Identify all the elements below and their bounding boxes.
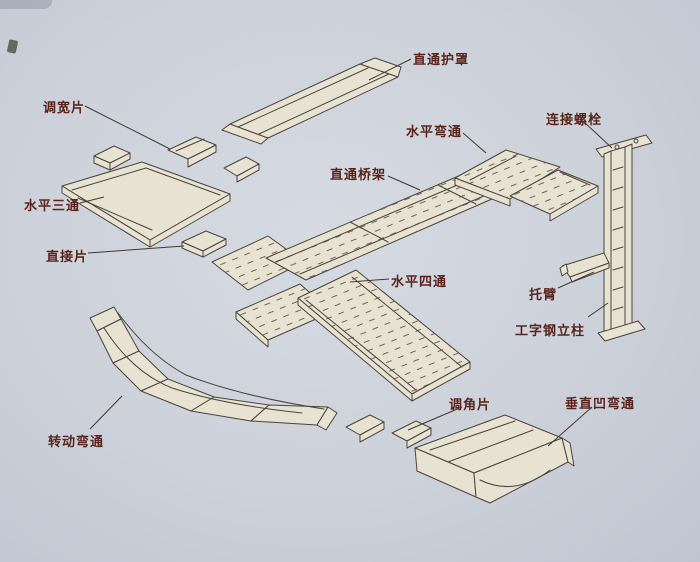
label-straight-cover: 直通护罩 — [413, 52, 470, 67]
label-width-adjust-piece: 调宽片 — [43, 100, 86, 115]
leader-lines — [79, 58, 613, 447]
label-horizontal-cross: 水平四通 — [391, 274, 448, 289]
horizontal-tee-drawing — [61, 161, 231, 248]
straight-tray-drawing — [265, 171, 509, 281]
label-ibeam-column: 工字钢立柱 — [515, 323, 586, 338]
ibeam-column-drawing — [597, 143, 646, 342]
straight-cover-drawing — [221, 57, 402, 145]
vertical-concave-bend-drawing — [414, 414, 575, 504]
angle-adjust-pieces-drawing — [345, 414, 432, 449]
label-horizontal-tee: 水平三通 — [24, 198, 81, 213]
width-adjust-pieces-drawing — [93, 136, 260, 183]
bracket-arm-drawing — [559, 252, 610, 283]
connector-piece-drawing — [181, 230, 227, 258]
photo-edge-shade — [0, 0, 52, 9]
label-bracket-arm: 托臂 — [529, 287, 558, 302]
horizontal-bend-drawing — [454, 149, 599, 222]
label-horizontal-bend: 水平弯通 — [406, 124, 463, 139]
bottom-tray-drawing — [297, 269, 471, 402]
label-vertical-concave-bend: 垂直凹弯通 — [565, 396, 636, 411]
rotating-bend-drawing — [89, 306, 338, 431]
label-rotating-bend: 转动弯通 — [48, 434, 105, 449]
label-straight-tray: 直通桥架 — [330, 167, 387, 182]
horizontal-cross-drawing — [211, 235, 333, 348]
label-connecting-bolt: 连接螺栓 — [546, 112, 603, 127]
label-angle-adjust-piece: 调角片 — [449, 397, 492, 412]
label-connector-piece: 直接片 — [46, 249, 89, 264]
